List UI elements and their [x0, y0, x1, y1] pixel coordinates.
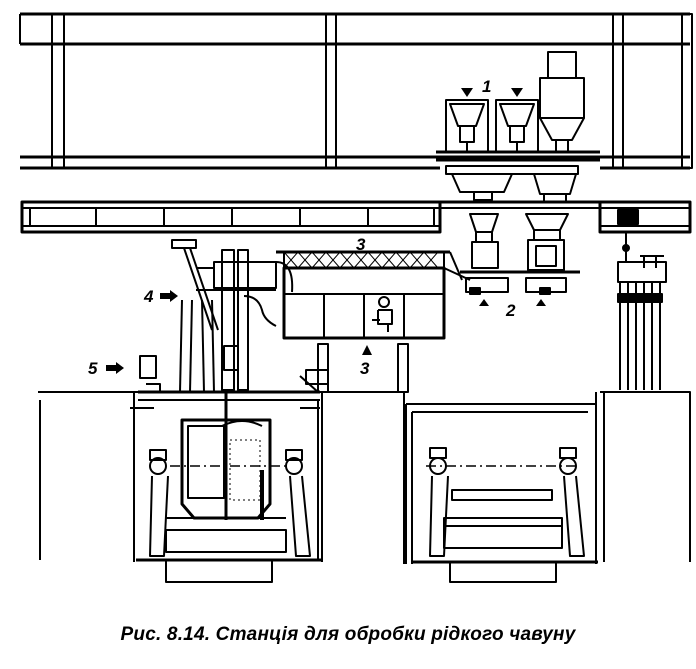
label-3-cabin-top: 3: [356, 235, 366, 254]
ladle-pit-right: [412, 391, 691, 583]
figure-caption: Рис. 8.14. Станція для обробки рідкого ч…: [120, 624, 576, 645]
arrow-3-icon: [362, 345, 372, 355]
reagent-bunkers: [436, 51, 600, 162]
transfer-conveyor: [460, 270, 580, 306]
label-2: 2: [506, 301, 516, 320]
label-3-cabin-bottom: 3: [360, 359, 370, 378]
central-walls: [317, 343, 596, 564]
label-4: 4: [144, 287, 154, 306]
label-1: 1: [482, 77, 492, 96]
dosing-feeders: [440, 165, 600, 271]
ladle-pit-left: [38, 355, 329, 583]
arrow-4-icon: [160, 290, 178, 302]
roof-truss: [19, 12, 693, 170]
arrow-5-icon: [106, 362, 124, 374]
operator-cabin: [276, 250, 471, 340]
label-5: 5: [88, 359, 98, 378]
lance-manipulator: [171, 239, 294, 520]
right-lance-rack: [617, 232, 667, 390]
crane-runway-beam: [20, 200, 692, 234]
